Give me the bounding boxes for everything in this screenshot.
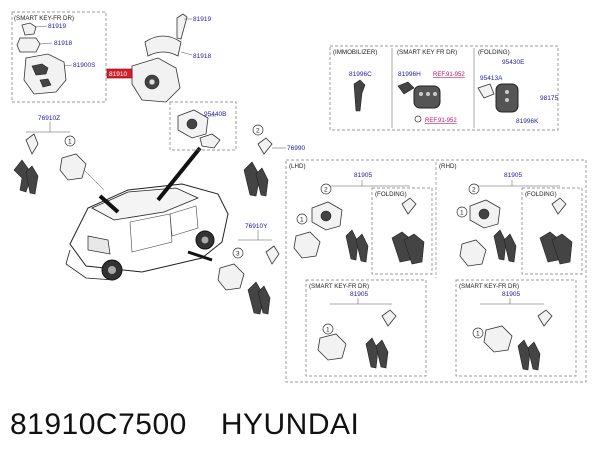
label-95413a: 95413A — [480, 75, 503, 82]
section-smart-key-rhd: (SMART KEY-FR DR) — [459, 283, 519, 290]
label-81996h: 81996H — [398, 71, 421, 78]
brand-name: HYUNDAI — [220, 408, 360, 441]
callout-3 — [232, 247, 244, 259]
parts-diagram: (SMART KEY-FR DR) 81919 81918 81900S 819… — [11, 11, 587, 383]
key-variants-panel — [329, 45, 559, 131]
label-81900s: 81900S — [73, 62, 96, 69]
cylinder-rhd-sk — [483, 325, 513, 353]
label-81905-lhd-sk: 81905 — [350, 291, 368, 298]
folding-blade — [477, 83, 495, 99]
cover-part — [16, 37, 41, 53]
label-81905-lhd: 81905 — [354, 172, 372, 179]
bolt-part — [21, 22, 37, 36]
part-number: 81910C7500 — [10, 408, 187, 441]
label-81910[interactable]: 81910 — [109, 71, 127, 78]
label-81996k: 81996K — [516, 118, 539, 125]
label-81918-a: 81918 — [54, 40, 72, 47]
caption: 81910C7500 HYUNDAI — [10, 408, 359, 442]
label-76910y: 76910Y — [245, 223, 268, 230]
svg-text:2: 2 — [472, 187, 476, 194]
label-81905-rhd: 81905 — [504, 172, 522, 179]
label-76990: 76990 — [287, 145, 305, 152]
section-rhd: (RHD) — [439, 163, 457, 170]
label-98175: 98175 — [540, 95, 558, 102]
section-folding-top: (FOLDING) — [478, 49, 510, 56]
highlight-81910[interactable] — [106, 68, 133, 79]
svg-text:1: 1 — [326, 327, 330, 334]
label-95430e: 95430E — [502, 59, 525, 66]
section-lhd: (LHD) — [289, 163, 306, 170]
keys-76990 — [243, 161, 261, 197]
section-smart-key-lhd: (SMART KEY-FR DR) — [309, 283, 369, 290]
label-81918-b: 81918 — [193, 53, 211, 60]
section-immobilizer: (IMMOBILIZER) — [333, 49, 377, 56]
key-tag-76990 — [257, 137, 273, 155]
label-76910z: 76910Z — [38, 115, 60, 122]
folding-box-rhd — [521, 187, 583, 275]
svg-text:1: 1 — [476, 331, 480, 338]
smart-key-box-rhd — [455, 279, 577, 377]
smart-key-fob — [413, 85, 441, 109]
label-81905-rhd-sk: 81905 — [502, 291, 520, 298]
label-81919-a: 81919 — [48, 23, 66, 30]
smart-key-box — [11, 11, 107, 103]
ignition-box — [169, 101, 237, 151]
svg-text:2: 2 — [256, 128, 260, 135]
cylinder-lhd-sk — [317, 333, 347, 361]
key-tag-left — [25, 133, 39, 155]
label-81996c: 81996C — [349, 71, 372, 78]
section-folding-lhd: (FOLDING) — [375, 191, 407, 198]
smart-key-box-lhd — [305, 279, 427, 377]
svg-text:3: 3 — [236, 251, 240, 258]
ref-91-952-a[interactable]: REF.91-952 — [433, 72, 465, 78]
callout-1-left — [64, 135, 76, 147]
key-tag-right — [265, 245, 280, 265]
folding-box-lhd — [371, 187, 433, 275]
section-smart-key-tl: (SMART KEY-FR DR) — [14, 15, 74, 22]
label-81919-b: 81919 — [193, 16, 211, 23]
screw-part — [176, 13, 188, 40]
clamp-part — [144, 35, 182, 57]
label-95440b: 95440B — [204, 111, 226, 118]
svg-text:1: 1 — [68, 139, 72, 146]
immobilizer-key — [353, 79, 366, 112]
section-folding-rhd: (FOLDING) — [525, 191, 557, 198]
car-illustration — [65, 183, 229, 281]
smart-key-blade — [397, 81, 415, 95]
section-smart-key-tr: (SMART KEY FR DR) — [397, 49, 457, 56]
callout-2-top — [252, 124, 264, 136]
svg-text:2: 2 — [324, 187, 328, 194]
keys-left — [13, 159, 33, 193]
svg-text:1: 1 — [300, 217, 304, 224]
svg-text:1: 1 — [460, 210, 464, 217]
lhd-rhd-box — [285, 159, 587, 383]
ref-91-952-b[interactable]: REF.91-952 — [425, 118, 457, 124]
door-cylinder-right — [217, 263, 245, 291]
door-cylinder-left — [59, 153, 87, 181]
